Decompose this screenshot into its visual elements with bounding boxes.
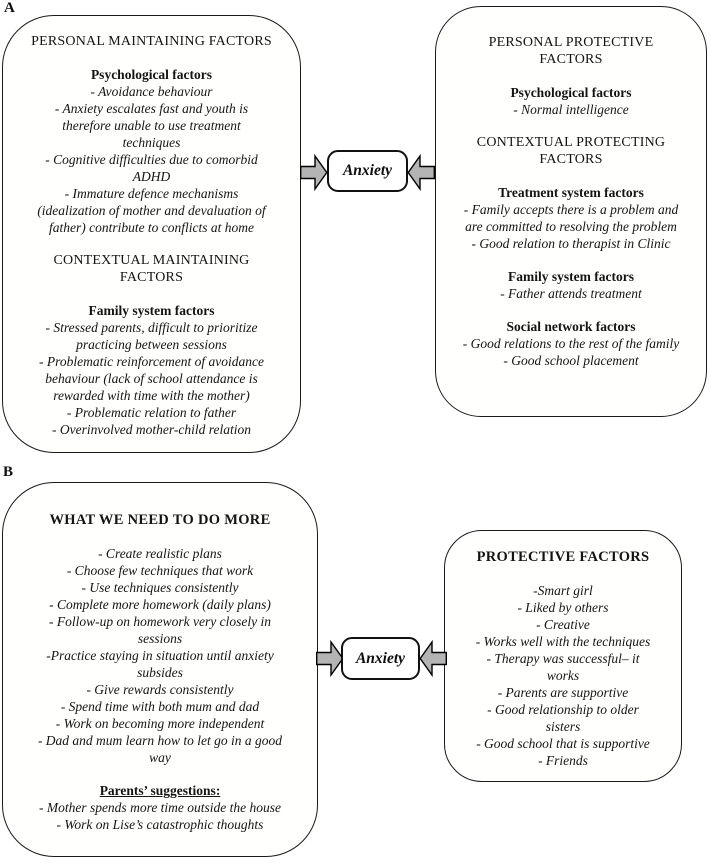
bullet-item: - Complete more homework (daily plans) <box>49 597 271 612</box>
block-arrow-right-icon <box>316 640 344 677</box>
bullet-item: - Good relationship to older sisters <box>487 702 639 734</box>
bullet-item: - Give rewards consistently <box>86 682 234 697</box>
bullet-item: - Problematic relation to father <box>66 405 237 420</box>
bullet-item: - Mother spends more time outside the ho… <box>38 800 282 815</box>
box-title: WHAT WE NEED TO DO MORE <box>49 512 271 528</box>
bullet-item: - Liked by others <box>517 600 609 615</box>
bullet-item: - Good relations to the rest of the fami… <box>462 336 680 351</box>
spacer <box>16 50 287 66</box>
bullet-item: - Spend time with both mum and dad <box>60 699 260 714</box>
subsection-heading: Parents’ suggestions: <box>99 783 221 798</box>
subsection-heading: Family system factors <box>508 269 634 284</box>
block-arrow-right-icon <box>300 154 328 191</box>
bullet-item: - Cognitive difficulties due to comorbid… <box>45 152 258 184</box>
spacer <box>11 766 309 782</box>
protective-factors-box: PROTECTIVE FACTORS -Smart girl - Liked by … <box>444 530 682 782</box>
bullet-item: - Good relation to therapist in Clinic <box>471 236 671 251</box>
block-arrow-left-icon <box>407 154 435 191</box>
personal-maintaining-factors-box: PERSONAL MAINTAINING FACTORS Psychologica… <box>2 15 301 453</box>
anxiety-node-b: Anxiety <box>341 637 420 680</box>
bullet-item: - Works well with the techniques <box>475 634 651 649</box>
spacer <box>16 286 287 302</box>
bullet-item: - Immature defence mechanisms (idealizat… <box>37 186 266 235</box>
bullet-item: - Follow-up on homework very closely in … <box>49 614 271 646</box>
spacer <box>444 252 698 268</box>
bullet-item: - Problematic reinforcement of avoidance… <box>39 354 264 403</box>
anxiety-node-a: Anxiety <box>327 150 408 192</box>
section-title: CONTEXTUAL MAINTAINING FACTORS <box>53 253 250 285</box>
bullet-item: - Anxiety escalates fast and youth is th… <box>54 101 249 150</box>
spacer <box>444 118 698 134</box>
bullet-item: - Use techniques consistently <box>81 580 239 595</box>
spacer <box>444 302 698 318</box>
bullet-item: - Therapy was successful– it works <box>486 651 640 683</box>
bullet-item: - Work on becoming more independent <box>55 716 265 731</box>
block-arrow-left-icon <box>419 640 447 677</box>
bullet-item: - Overinvolved mother-child relation <box>51 422 252 437</box>
bullet-item: - Choose few techniques that work <box>66 563 254 578</box>
bullet-item: - Avoidance behaviour <box>90 84 213 99</box>
subsection-heading: Psychological factors <box>90 67 213 82</box>
box-content: PERSONAL PROTECTIVE FACTORS Psychological… <box>444 34 698 369</box>
box-content: PERSONAL MAINTAINING FACTORS Psychologica… <box>16 33 287 438</box>
bullet-item: - Normal intelligence <box>513 102 629 117</box>
section-title: CONTEXTUAL PROTECTING FACTORS <box>476 135 666 167</box>
subsection-heading: Psychological factors <box>510 85 632 100</box>
panel-b-label: B <box>3 464 14 480</box>
bullet-item: - Parents are supportive <box>497 685 629 700</box>
anxiety-label: Anxiety <box>342 162 393 179</box>
bullet-item: -Practice staying in situation until anx… <box>46 648 274 680</box>
subsection-heading: Family system factors <box>88 303 215 318</box>
panel-a-label: A <box>4 0 15 16</box>
spacer <box>444 168 698 184</box>
box-content: WHAT WE NEED TO DO MORE - Create realisti… <box>11 512 309 833</box>
bullet-item: - Create realistic plans <box>98 546 222 561</box>
personal-protective-factors-box: PERSONAL PROTECTIVE FACTORS Psychological… <box>435 6 707 417</box>
spacer <box>444 68 698 84</box>
bullet-item: - Dad and mum learn how to let go in a g… <box>37 733 283 765</box>
box-title: PROTECTIVE FACTORS <box>476 549 650 565</box>
bullet-item: - Father attends treatment <box>500 286 642 301</box>
bullet-item: - Family accepts there is a problem and … <box>463 202 679 234</box>
bullet-item: - Creative <box>536 617 590 632</box>
bullet-item: - Good school placement <box>503 353 639 368</box>
spacer <box>11 529 309 545</box>
bullet-item: -Smart girl <box>533 583 593 598</box>
bullet-item: - Work on Lise’s catastrophic thoughts <box>56 817 264 832</box>
box-content: PROTECTIVE FACTORS -Smart girl - Liked by … <box>451 549 675 769</box>
section-title: PERSONAL PROTECTIVE FACTORS <box>488 35 654 67</box>
subsection-heading: Treatment system factors <box>498 185 644 200</box>
spacer <box>451 566 675 582</box>
what-we-need-to-do-more-box: WHAT WE NEED TO DO MORE - Create realisti… <box>2 482 318 857</box>
spacer <box>16 236 287 252</box>
bullet-item: - Stressed parents, difficult to priorit… <box>45 320 258 352</box>
subsection-heading: Social network factors <box>506 319 636 334</box>
section-title: PERSONAL MAINTAINING FACTORS <box>31 34 272 49</box>
bullet-item: - Good school that is supportive <box>476 736 650 751</box>
bullet-item: - Friends <box>538 753 588 768</box>
anxiety-label: Anxiety <box>355 649 406 667</box>
